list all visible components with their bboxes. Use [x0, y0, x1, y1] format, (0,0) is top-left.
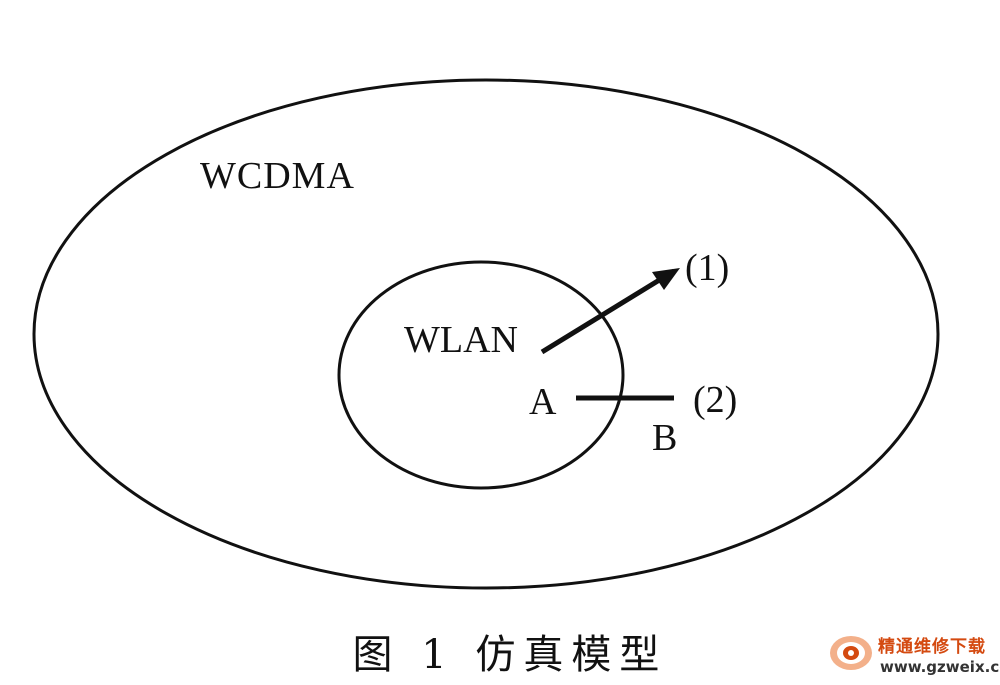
path-1-arrow — [540, 268, 676, 355]
wlan-label: WLAN — [404, 319, 518, 361]
wlan-coverage-circle — [337, 260, 625, 490]
path-1-arrowhead — [652, 268, 680, 290]
watermark: 精通维修下载 www.gzweix.com — [828, 626, 1000, 682]
point-a-label: A — [529, 381, 557, 423]
wcdma-coverage-ellipse — [32, 78, 940, 590]
wcdma-label: WCDMA — [200, 155, 355, 197]
point-b-label: B — [652, 417, 678, 459]
watermark-url: www.gzweix.com — [880, 658, 1000, 676]
watermark-logo-icon — [830, 636, 872, 670]
watermark-title: 精通维修下载 — [878, 637, 986, 657]
path-2-label: (2) — [693, 379, 738, 421]
figure-caption: 图 1 仿真模型 — [352, 632, 668, 678]
path-1-label: (1) — [685, 247, 730, 289]
